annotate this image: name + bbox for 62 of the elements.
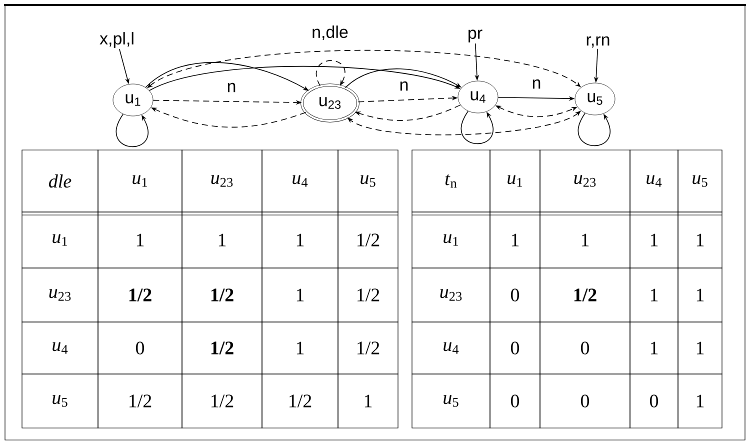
table-cell: 0 xyxy=(540,374,630,428)
edge-label: n xyxy=(398,80,410,92)
table-cell: 1 xyxy=(678,212,722,268)
header-cell: u$_{1}$ xyxy=(490,150,540,212)
header-cell: u$_{23}$ xyxy=(182,150,262,212)
table-cell: 1 xyxy=(630,212,678,268)
header-cell: u$_{1}$ xyxy=(98,150,182,212)
table-cell: 0 xyxy=(490,374,540,428)
table-cell: 1 xyxy=(338,374,398,428)
header-cell: u$_{4}$ xyxy=(22,322,98,374)
arrow xyxy=(460,110,494,144)
accepting-state: u$_{23}$ xyxy=(300,84,360,122)
header-cell: u$_{23}$ xyxy=(540,150,630,212)
table-cell: 1 xyxy=(182,212,262,268)
table-cell: 0 xyxy=(630,374,678,428)
header-cell: u$_{1}$ xyxy=(22,212,98,268)
table-cell: 0 xyxy=(540,322,630,374)
table-cell: 1 xyxy=(630,322,678,374)
header-cell: u$_{4}$ xyxy=(630,150,678,212)
table-cell: 0 xyxy=(490,268,540,322)
arrow xyxy=(116,114,148,148)
header-cell: dle xyxy=(22,150,98,212)
header-cell: u$_{5}$ xyxy=(678,150,722,212)
table-cell: 0 xyxy=(490,322,540,374)
table-cell: 1 xyxy=(630,268,678,322)
arrow xyxy=(578,112,610,146)
header-cell: u$_{5}$ xyxy=(338,150,398,212)
header-cell: u$_{23}$ xyxy=(412,268,490,322)
table-cell: 1 xyxy=(262,268,338,322)
table-cell: 1/2 xyxy=(182,268,262,322)
header-cell: u$_{4}$ xyxy=(412,322,490,374)
table-cell: 1/2 xyxy=(338,268,398,322)
table-cell: 1 xyxy=(262,212,338,268)
table-cell: 1 xyxy=(678,322,722,374)
edge-label: n,dle xyxy=(310,24,350,42)
table-cell: 1/2 xyxy=(338,212,398,268)
state-label: pr xyxy=(468,30,482,42)
table-cell: 1 xyxy=(678,268,722,322)
table-cell: 1 xyxy=(678,374,722,428)
table-cell: 1/2 xyxy=(338,322,398,374)
table-cell: 1/2 xyxy=(98,268,182,322)
header-cell: u$_{5}$ xyxy=(22,374,98,428)
header-cell: u$_{4}$ xyxy=(262,150,338,212)
edge-label: n xyxy=(530,78,542,90)
header-cell: u$_{23}$ xyxy=(22,268,98,322)
table-cell: 1 xyxy=(98,212,182,268)
header-cell: t$_{n}$ xyxy=(412,150,490,212)
state-label: r,rn xyxy=(586,36,610,48)
header-cell: u$_{1}$ xyxy=(412,212,490,268)
table-cell: 1/2 xyxy=(182,322,262,374)
table-cell: 1 xyxy=(262,322,338,374)
table-cell: 1/2 xyxy=(182,374,262,428)
state-label: x,pl,l xyxy=(100,32,134,48)
table-cell: 1/2 xyxy=(540,268,630,322)
table-cell: 1/2 xyxy=(98,374,182,428)
table-cell: 0 xyxy=(98,322,182,374)
table-cell: 1 xyxy=(490,212,540,268)
edge-label: n xyxy=(226,82,238,94)
table-cell: 1 xyxy=(540,212,630,268)
header-cell: u$_{5}$ xyxy=(412,374,490,428)
arrow xyxy=(316,60,346,86)
table-cell: 1/2 xyxy=(262,374,338,428)
